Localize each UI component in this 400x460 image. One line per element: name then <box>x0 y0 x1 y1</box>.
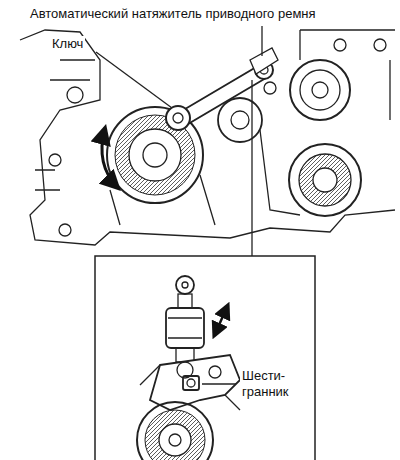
part-label: Ключ <box>50 36 85 52</box>
part-label: Автоматический натяжитель приводного рем… <box>28 6 318 22</box>
part-label: Шести- гранник <box>240 368 314 399</box>
